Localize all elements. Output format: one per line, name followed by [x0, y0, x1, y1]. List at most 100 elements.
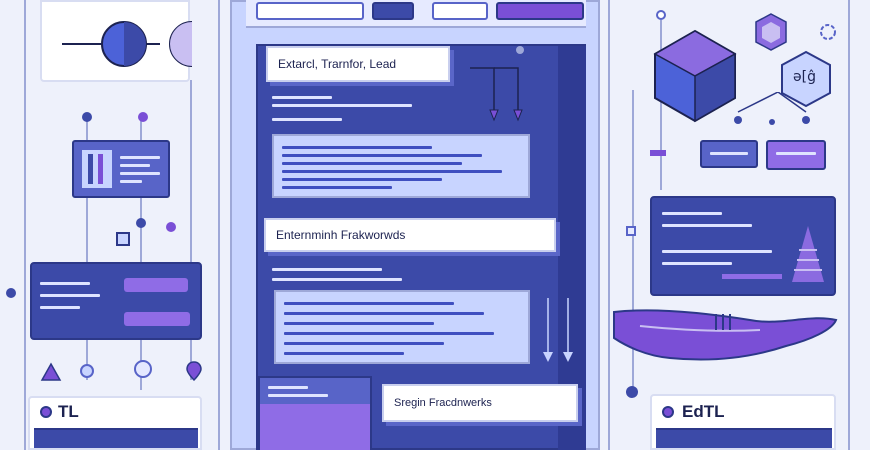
code-line: [284, 312, 484, 315]
right-chart-panel: [650, 196, 836, 296]
code-block-1: [272, 134, 530, 198]
node-dot: [516, 46, 524, 54]
vertical-bar: [98, 154, 103, 184]
text-line: [776, 152, 816, 155]
text-line: [268, 386, 308, 389]
etl-label-box[interactable]: Extarcl, Trarnfor, Lead: [266, 46, 450, 82]
text-line: [40, 306, 80, 309]
segment-label-box[interactable]: Sregin Fracdnwerks: [382, 384, 578, 422]
node-dot: [134, 360, 152, 378]
left-form-panel: [30, 262, 202, 340]
mini-button-purple[interactable]: [766, 140, 826, 170]
node-dot: [136, 218, 146, 228]
edtl-card-label: EdTL: [682, 402, 725, 421]
hexagon-badge-icon: [781, 50, 831, 108]
center-panel-shadow: [558, 46, 586, 450]
segment-label: Sregin Fracdnwerks: [394, 397, 492, 409]
status-dot: [40, 406, 52, 418]
connector-lines: [734, 92, 810, 125]
left-vertical-line-4: [140, 120, 142, 390]
vertical-bar: [88, 154, 93, 184]
code-line: [282, 146, 432, 149]
top-toolbar: [246, 0, 586, 28]
code-line: [284, 322, 434, 325]
bars-marker: [715, 314, 731, 330]
text-line: [40, 294, 100, 297]
left-vertical-line-2: [218, 0, 220, 450]
progress-stripe: [722, 274, 782, 279]
text-line: [662, 250, 772, 253]
code-block-2: [274, 290, 530, 364]
hexagon-glyph: ǝ[ĝ: [793, 69, 816, 85]
small-hexagon-icon: [755, 13, 787, 51]
dash-marker: [650, 150, 666, 156]
venn-diagram-icon: [62, 21, 192, 67]
down-arrows: [543, 298, 573, 362]
node-dot: [80, 364, 94, 378]
purple-input-field[interactable]: [124, 312, 190, 326]
node-dot: [626, 386, 638, 398]
code-line: [282, 162, 462, 165]
toolbar-button-active[interactable]: [496, 2, 584, 20]
right-vertical-line-2: [848, 0, 850, 450]
cube-icon: [653, 29, 737, 123]
progress-panel: [258, 376, 372, 450]
text-line: [662, 262, 732, 265]
edtl-card: EdTL: [650, 394, 836, 450]
text-line: [662, 224, 752, 227]
node-dot: [82, 112, 92, 122]
right-vertical-line-1: [608, 0, 610, 450]
status-dot: [662, 406, 674, 418]
text-line: [662, 212, 722, 215]
code-line: [284, 302, 454, 305]
text-line: [272, 104, 412, 107]
node-dot: [6, 288, 16, 298]
toolbar-button[interactable]: [256, 2, 364, 20]
text-line: [272, 118, 342, 121]
tl-card-bar: [34, 428, 198, 448]
frameworks-label: Enternminh Frakworwds: [276, 228, 406, 242]
small-square-icon: [116, 232, 130, 246]
left-vertical-line-1: [24, 0, 26, 450]
mini-button-blue[interactable]: [700, 140, 758, 168]
code-line: [284, 352, 404, 355]
toolbar-button[interactable]: [372, 2, 414, 20]
text-line: [272, 278, 402, 281]
text-line: [268, 394, 328, 397]
text-line: [710, 152, 748, 155]
square-marker: [626, 226, 636, 236]
node-dot: [138, 112, 148, 122]
text-line: [120, 172, 160, 175]
text-line: [120, 156, 160, 159]
frameworks-label-box[interactable]: Enternminh Frakworwds: [264, 218, 556, 252]
hexagon-badge: ǝ[ĝ: [780, 50, 832, 108]
node-dot: [656, 10, 666, 20]
node-dot: [166, 222, 176, 232]
location-pin-icon: [186, 361, 202, 382]
bar-widget-card: [72, 140, 170, 198]
etl-label: Extarcl, Trarnfor, Lead: [278, 57, 397, 71]
text-line: [272, 268, 382, 271]
code-line: [282, 186, 392, 189]
tl-card-label: TL: [58, 402, 79, 421]
edtl-card-bar: [656, 428, 832, 448]
pyramid-icon: [792, 226, 824, 282]
left-vertical-line-5: [190, 80, 192, 380]
toolbar-button[interactable]: [432, 2, 488, 20]
text-line: [272, 96, 332, 99]
hand-icon: [613, 309, 838, 361]
text-line: [120, 180, 142, 183]
progress-fill: [260, 404, 370, 450]
code-line: [284, 332, 494, 335]
purple-input-field[interactable]: [124, 278, 188, 292]
text-line: [40, 282, 90, 285]
text-line: [120, 164, 150, 167]
venn-card: [40, 0, 192, 82]
code-line: [284, 342, 444, 345]
warning-triangle-icon: [40, 362, 62, 381]
code-line: [282, 170, 502, 173]
left-vertical-line-3: [86, 120, 88, 380]
outline-circle-icon: [820, 24, 836, 40]
code-line: [282, 154, 482, 157]
right-vertical-line-4: [660, 20, 662, 190]
